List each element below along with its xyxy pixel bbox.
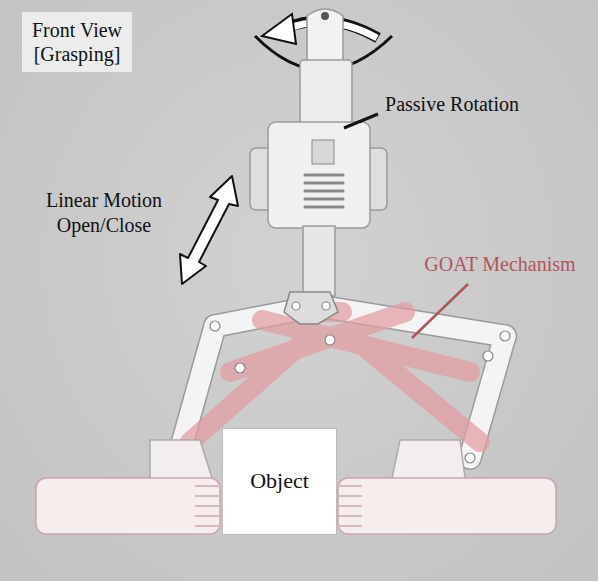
body xyxy=(268,122,370,228)
rotation-arrow-head xyxy=(262,14,296,44)
callout-label: GOAT Mechanism xyxy=(412,252,588,277)
rod xyxy=(303,226,335,296)
linear-arrow xyxy=(180,176,238,284)
window xyxy=(312,140,334,164)
object-box: Object xyxy=(222,428,337,535)
grille xyxy=(305,175,343,207)
mount-hole xyxy=(321,12,329,20)
connector xyxy=(284,292,338,324)
mount xyxy=(307,9,343,62)
left-finger xyxy=(36,440,220,534)
leader-line xyxy=(344,114,378,128)
node-text: Front View [Grasping] xyxy=(22,18,132,66)
title-panel: Front View [Grasping] xyxy=(22,12,132,72)
right-finger xyxy=(338,440,556,534)
leader-line xyxy=(412,284,468,338)
callout-label: Linear Motion Open/Close xyxy=(14,188,194,238)
neck xyxy=(300,60,352,130)
node-text: Object xyxy=(250,468,309,494)
callout-label: Passive Rotation xyxy=(378,92,526,117)
goat-links xyxy=(190,312,480,442)
